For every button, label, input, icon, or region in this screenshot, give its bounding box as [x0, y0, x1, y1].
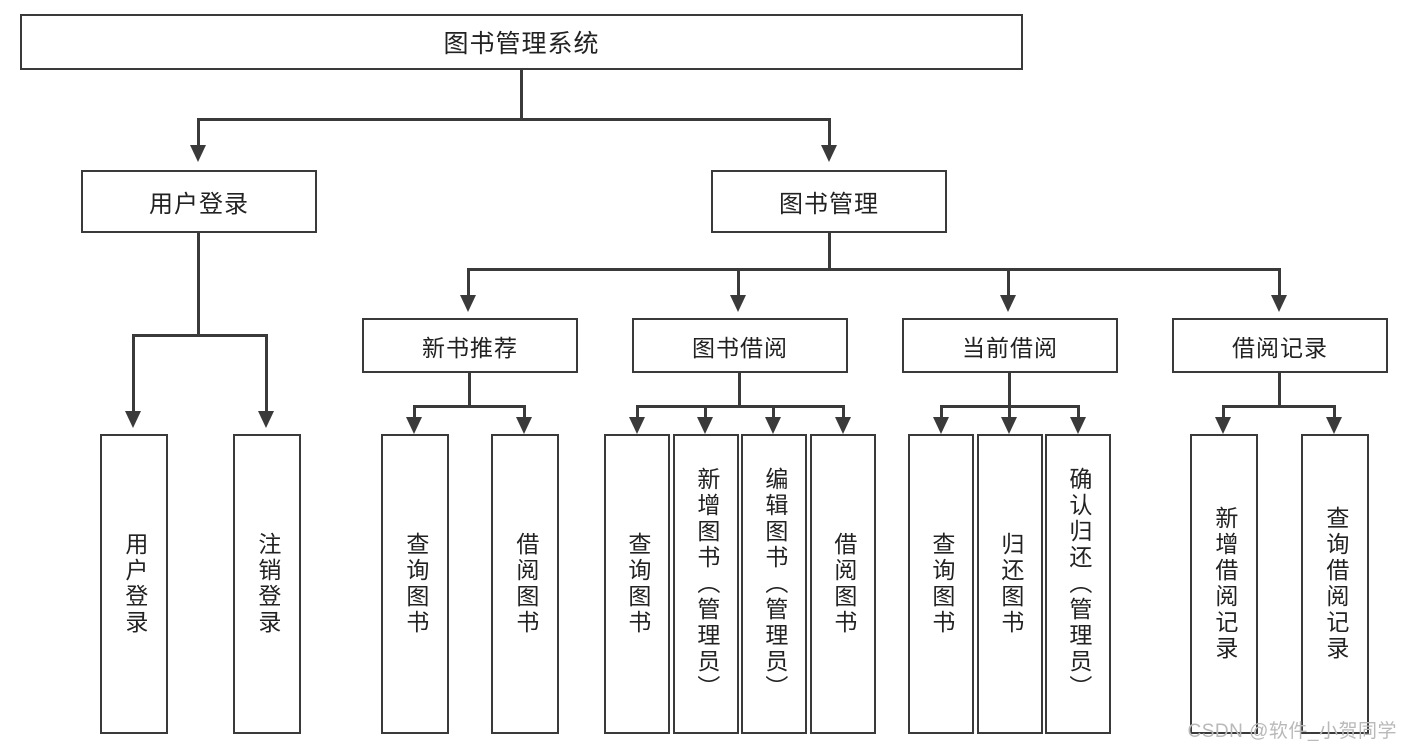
connector-user-login-left [132, 334, 135, 412]
connector-current-borrow-c0 [940, 405, 943, 419]
node-book-borrow[interactable]: 图书借阅 [632, 318, 848, 373]
arrowhead-borrow-record [1271, 295, 1287, 312]
connector-to-borrow-record [1278, 268, 1281, 296]
arrowhead-current-borrow-c0 [933, 417, 949, 434]
node-label: 新增借阅记录 [1211, 506, 1238, 662]
connector-to-current-borrow [1007, 268, 1010, 296]
leaf-record-query[interactable]: 查询借阅记录 [1301, 434, 1369, 734]
node-label: 确认归还（管理员） [1065, 467, 1092, 701]
arrowhead-borrow-book-c0 [629, 417, 645, 434]
node-root-system[interactable]: 图书管理系统 [20, 14, 1023, 70]
leaf-borrow-borrow-book[interactable]: 借阅图书 [810, 434, 876, 734]
arrowhead-current-borrow-c2 [1070, 417, 1086, 434]
arrowhead-borrow-book-c2 [765, 417, 781, 434]
leaf-current-return-book[interactable]: 归还图书 [977, 434, 1043, 734]
connector-root-stem [520, 70, 523, 119]
node-label: 归还图书 [997, 532, 1024, 636]
leaf-current-confirm-return[interactable]: 确认归还（管理员） [1045, 434, 1111, 734]
arrowhead-borrow-record-c1 [1326, 417, 1342, 434]
node-book-management[interactable]: 图书管理 [711, 170, 947, 233]
connector-current-borrow-c2 [1077, 405, 1080, 419]
node-label: 借阅记录 [1232, 334, 1328, 361]
connector-to-borrow-book [737, 268, 740, 296]
node-label: 借阅图书 [512, 532, 539, 636]
connector-borrow-record-stem [1278, 373, 1281, 407]
connector-book-mgmt-stem [828, 233, 831, 270]
node-label: 查询图书 [402, 532, 429, 636]
arrowhead-book-mgmt [821, 145, 837, 162]
node-label: 注销登录 [254, 532, 281, 636]
connector-borrow-record-c1 [1333, 405, 1336, 419]
connector-current-borrow-stem [1008, 373, 1011, 407]
connector-borrow-book-c3 [842, 405, 845, 419]
arrowhead-borrow-book-c3 [835, 417, 851, 434]
connector-root-to-user-login [197, 118, 200, 146]
connector-book-mgmt-bar [467, 268, 1281, 271]
connector-borrow-record-c0 [1222, 405, 1225, 419]
connector-new-book-stem [468, 373, 471, 407]
leaf-new-book-borrow[interactable]: 借阅图书 [491, 434, 559, 734]
node-borrow-record[interactable]: 借阅记录 [1172, 318, 1388, 373]
arrowhead-leaf-user-login [125, 411, 141, 428]
arrowhead-current-borrow-c1 [1001, 417, 1017, 434]
node-new-book-recommend[interactable]: 新书推荐 [362, 318, 578, 373]
node-label: 用户登录 [121, 532, 148, 636]
leaf-logout[interactable]: 注销登录 [233, 434, 301, 734]
leaf-borrow-add-book[interactable]: 新增图书（管理员） [673, 434, 739, 734]
csdn-watermark: CSDN @软件_小贺同学 [1187, 721, 1397, 742]
connector-user-login-right [265, 334, 268, 412]
node-label: 图书借阅 [692, 334, 788, 361]
node-label: 新书推荐 [422, 334, 518, 361]
connector-user-login-bar [132, 334, 268, 337]
node-current-borrow[interactable]: 当前借阅 [902, 318, 1118, 373]
connector-borrow-book-c0 [636, 405, 639, 419]
leaf-user-login[interactable]: 用户登录 [100, 434, 168, 734]
node-label: 新增图书（管理员） [693, 467, 720, 701]
leaf-record-add[interactable]: 新增借阅记录 [1190, 434, 1258, 734]
arrowhead-new-book-c0 [406, 417, 422, 434]
leaf-new-book-query[interactable]: 查询图书 [381, 434, 449, 734]
leaf-borrow-edit-book[interactable]: 编辑图书（管理员） [741, 434, 807, 734]
connector-current-borrow-c1 [1008, 405, 1011, 419]
connector-new-book-c1 [523, 405, 526, 419]
node-label: 借阅图书 [830, 532, 857, 636]
connector-new-book-c0 [413, 405, 416, 419]
connector-borrow-record-bar [1222, 405, 1336, 408]
leaf-borrow-query-book[interactable]: 查询图书 [604, 434, 670, 734]
arrowhead-new-book-c1 [516, 417, 532, 434]
leaf-current-query-book[interactable]: 查询图书 [908, 434, 974, 734]
node-label: 图书管理系统 [443, 30, 600, 58]
arrowhead-current-borrow [1000, 295, 1016, 312]
node-user-login[interactable]: 用户登录 [81, 170, 317, 233]
node-label: 查询图书 [624, 532, 651, 636]
connector-borrow-book-stem [738, 373, 741, 407]
node-label: 查询图书 [928, 532, 955, 636]
arrowhead-leaf-logout [258, 411, 274, 428]
connector-root-bar [197, 118, 831, 121]
node-label: 查询借阅记录 [1322, 506, 1349, 662]
connector-new-book-bar [413, 405, 526, 408]
arrowhead-new-book [460, 295, 476, 312]
node-label: 图书管理 [779, 191, 879, 218]
connector-borrow-book-c1 [704, 405, 707, 419]
connector-to-new-book [467, 268, 470, 296]
node-label: 用户登录 [149, 191, 249, 218]
arrowhead-borrow-book [730, 295, 746, 312]
connector-root-to-book-mgmt [828, 118, 831, 146]
arrowhead-borrow-record-c0 [1215, 417, 1231, 434]
arrowhead-borrow-book-c1 [697, 417, 713, 434]
arrowhead-user-login [190, 145, 206, 162]
node-label: 编辑图书（管理员） [761, 467, 788, 701]
connector-borrow-book-bar [636, 405, 845, 408]
node-label: 当前借阅 [962, 334, 1058, 361]
connector-user-login-stem [197, 233, 200, 336]
connector-borrow-book-c2 [772, 405, 775, 419]
